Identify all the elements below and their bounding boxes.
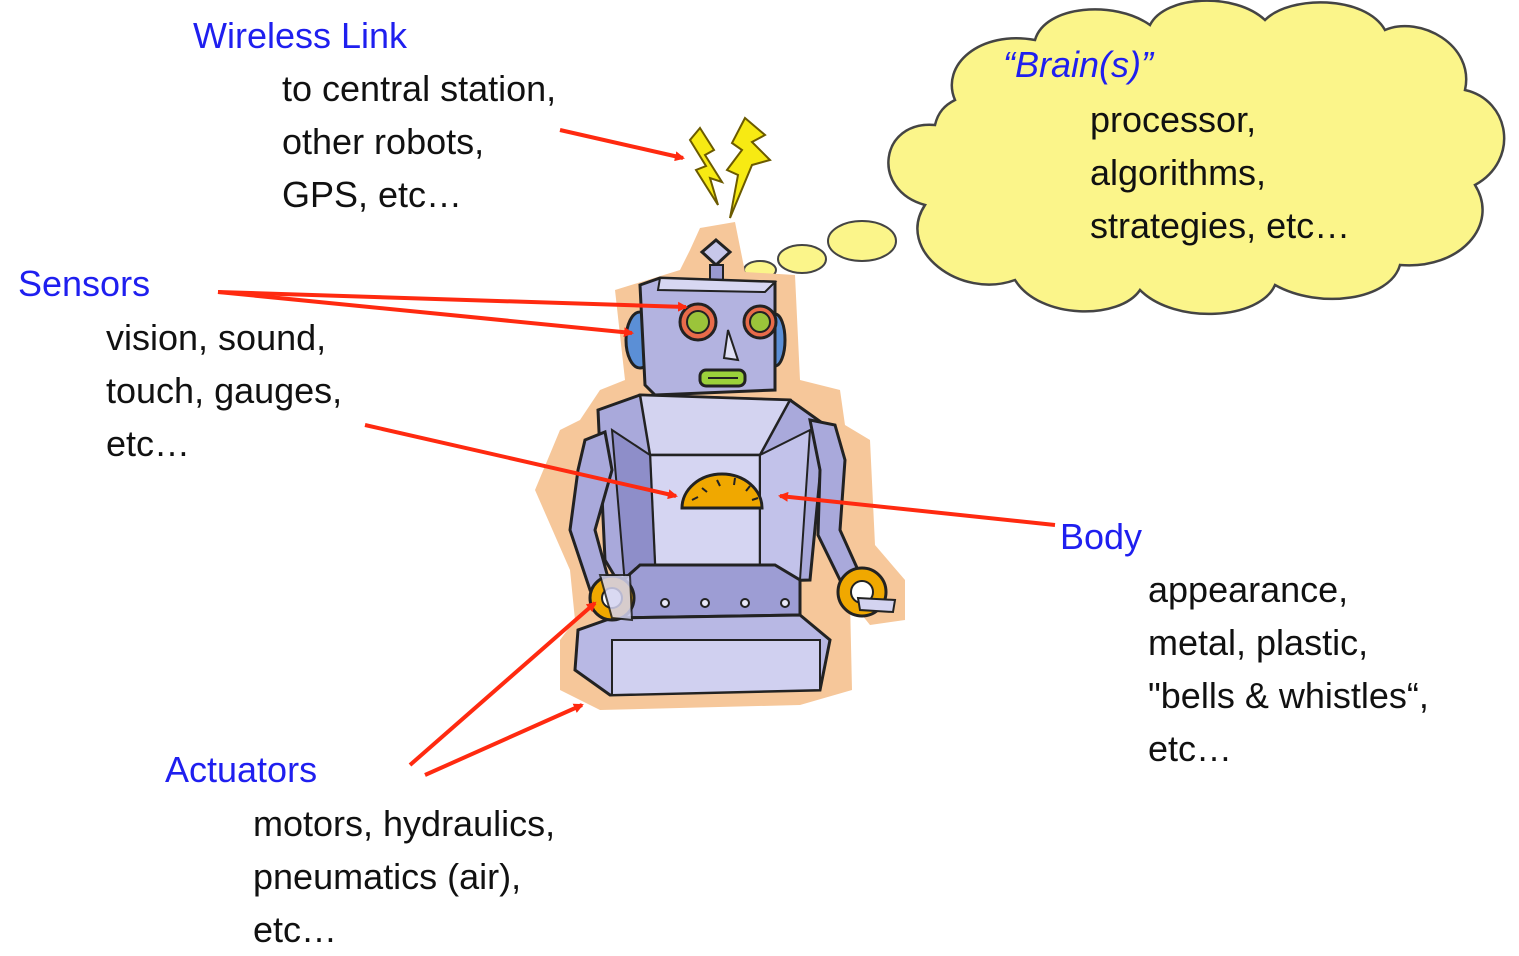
sensors-item: touch, gauges, [106,370,343,411]
eye-right-pupil [749,311,771,333]
brain-item: processor, [1090,99,1257,140]
body-heading: Body [1060,516,1143,557]
brain-items: processor, algorithms, strategies, etc… [1090,93,1350,252]
gauge-ticks [691,477,759,501]
actuators-items: motors, hydraulics, pneumatics (air), et… [253,797,555,956]
sensors-item: etc… [106,423,191,464]
base-front [611,639,821,697]
robot-belt [610,563,802,620]
lightning-bolt-left [688,126,725,206]
actuators-item: pneumatics (air), [253,856,522,897]
arrow-sensors-eye [217,290,688,312]
sensors-items: vision, sound, touch, gauges, etc… [106,311,342,470]
arrow-sensors-ear [217,290,634,338]
robot-illustration [535,222,905,710]
body-item: appearance, [1148,569,1349,610]
arrow-actuators-hand [408,601,597,767]
thought-cloud [743,0,1506,315]
sensors-item: vision, sound, [106,317,327,358]
arrow-sensors-gauge [364,423,678,500]
wireless-heading: Wireless Link [193,15,408,56]
torso-right-side [759,428,812,582]
body-item: metal, plastic, [1148,622,1369,663]
brain-item: algorithms, [1090,152,1267,193]
actuators-item: motors, hydraulics, [253,803,556,844]
robot-nose [722,329,740,362]
head-top [656,276,778,294]
arrow-actuators-base [424,703,584,777]
wireless-items: to central station, other robots, GPS, e… [282,62,556,221]
hand-right-finger [856,596,897,614]
body-items: appearance, metal, plastic, "bells & whi… [1148,563,1429,775]
lightning-bolt-icon [688,116,772,219]
eye-left-pupil [686,310,710,334]
arrow-body [778,491,1056,527]
lightning-bolt-right [725,116,772,219]
brain-item: strategies, etc… [1090,205,1351,246]
sensors-heading: Sensors [18,263,151,304]
brain-heading: “Brain(s)” [1003,44,1153,85]
arrow-wireless [559,128,685,162]
actuators-heading: Actuators [165,749,318,790]
hand-left-cuff [598,574,634,622]
wireless-item: to central station, [282,68,557,109]
thought-bubble-large [827,220,897,262]
wireless-item: other robots, [282,121,485,162]
arrows [217,128,1056,777]
thought-bubble-medium [777,244,827,274]
body-item: "bells & whistles“, [1148,675,1429,716]
chest-gauge [680,472,764,510]
cloud-body [887,0,1506,315]
chest-panel [648,453,762,567]
wireless-item: GPS, etc… [282,174,463,215]
actuators-item: etc… [253,909,338,950]
body-item: etc… [1148,728,1233,769]
